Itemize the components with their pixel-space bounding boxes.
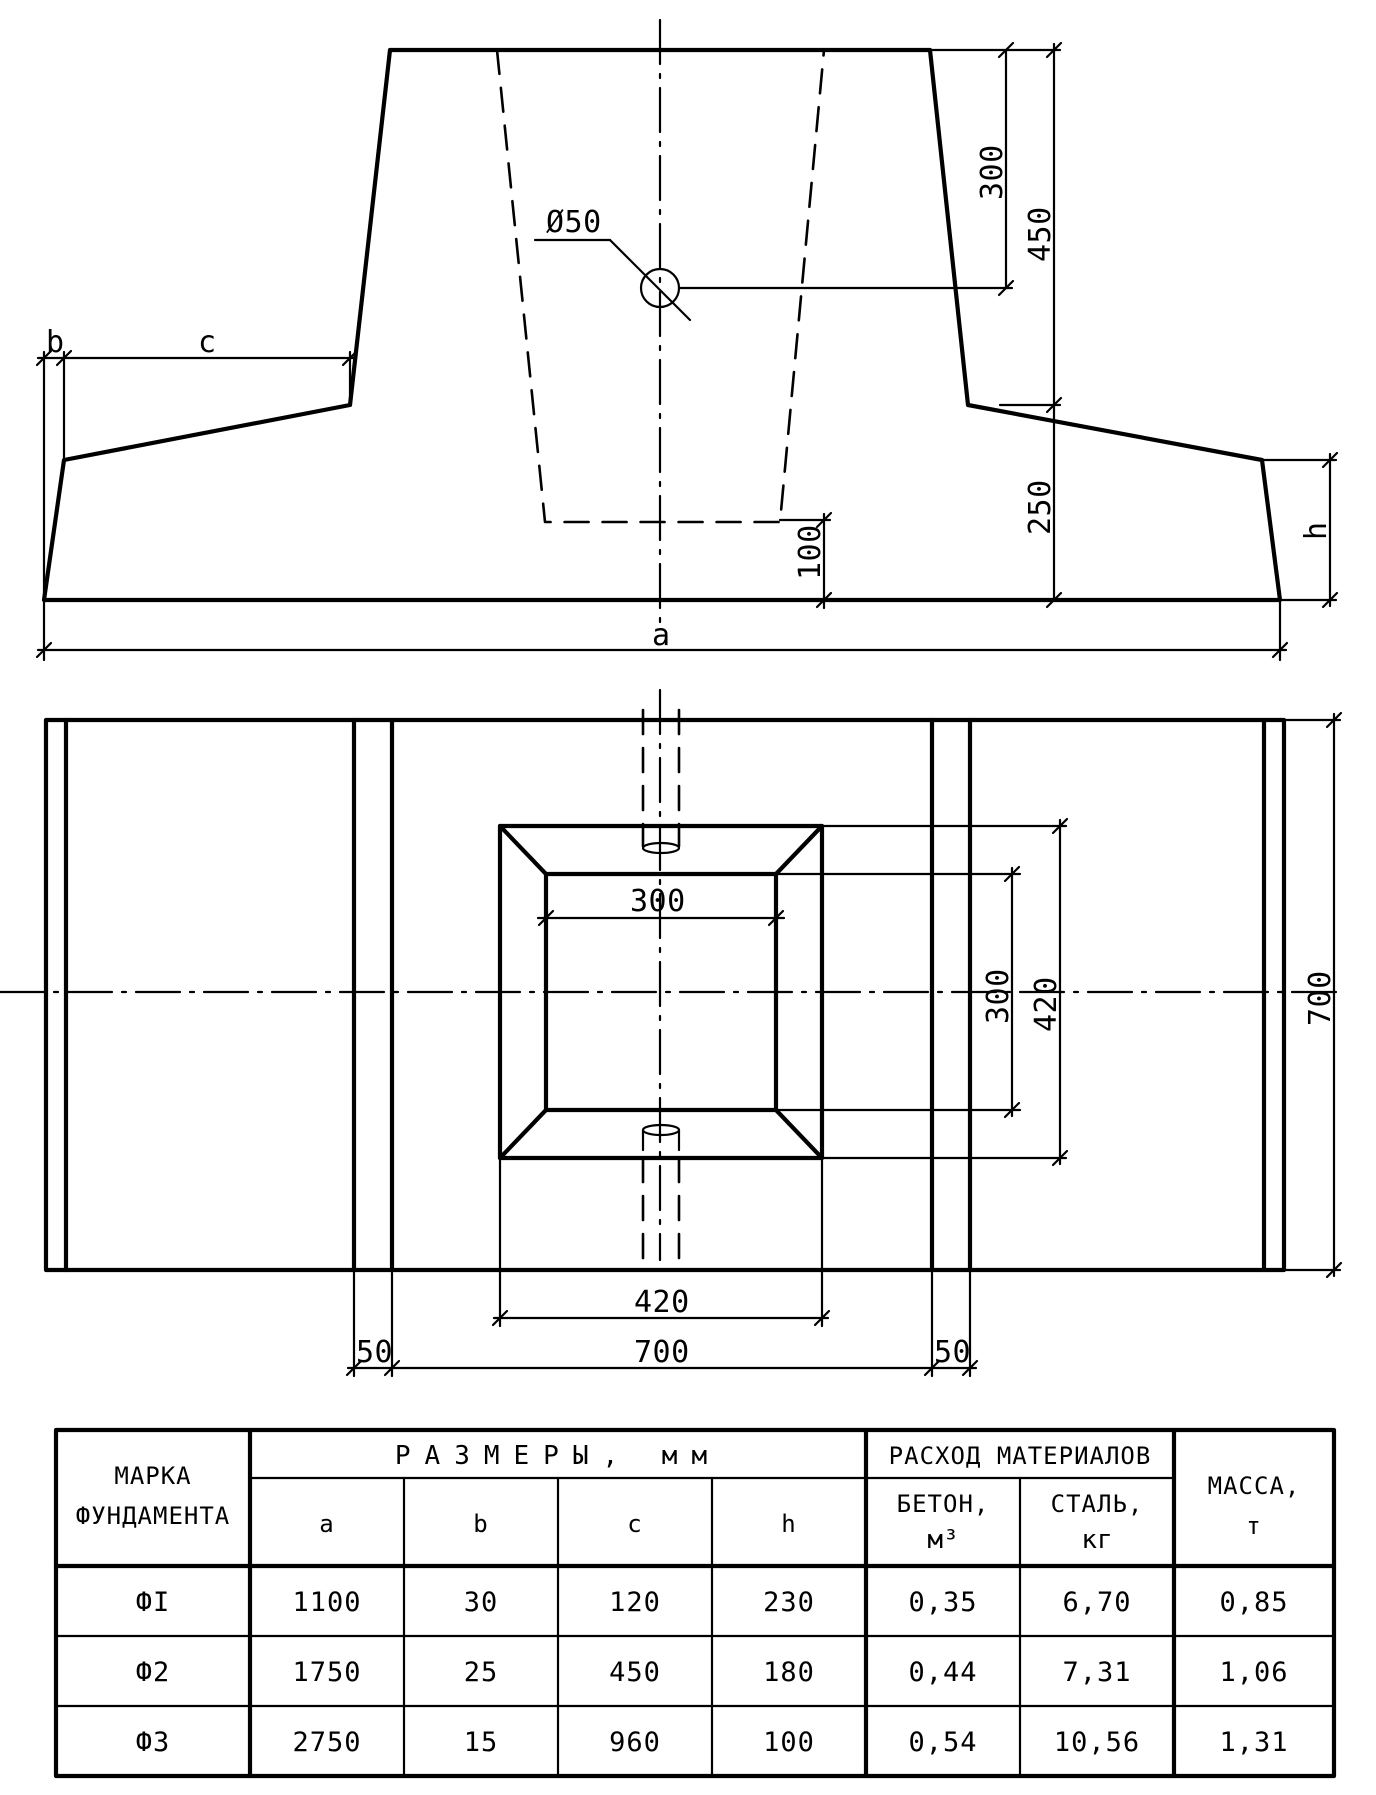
hole-diameter-label: Ø50: [546, 205, 602, 240]
cell-h: 230: [763, 1587, 815, 1618]
dim-420-bottom: 420: [634, 1285, 690, 1320]
dim-250: 250: [1023, 479, 1058, 535]
table-row: Ф3 2750 15 960 100 0,54 10,56 1,31: [136, 1727, 1288, 1758]
table-row: Ф2 1750 25 450 180 0,44 7,31 1,06: [136, 1657, 1288, 1688]
cell-a: 2750: [292, 1727, 361, 1758]
header-mark-2: ФУНДАМЕНТА: [76, 1502, 231, 1530]
cell-b: 25: [464, 1657, 499, 1688]
header-mark-1: МАРКА: [114, 1462, 191, 1490]
dim-700-bottom: 700: [634, 1335, 690, 1370]
dim-300-top: 300: [630, 884, 686, 919]
dim-50-right: 50: [934, 1335, 971, 1370]
cell-b: 30: [464, 1587, 499, 1618]
cell-steel: 6,70: [1062, 1587, 1131, 1618]
dim-700-right: 700: [1303, 970, 1338, 1026]
foundation-table: МАРКА ФУНДАМЕНТА РАЗМЕРЫ, мм РАСХОД МАТЕ…: [53, 1427, 1337, 1779]
dim-420-right: 420: [1029, 976, 1064, 1032]
socket-dashed-outline: [495, 48, 826, 524]
cell-mark: ФI: [136, 1587, 171, 1618]
cell-h: 180: [763, 1657, 815, 1688]
header-mass-2: т: [1246, 1512, 1261, 1540]
elevation-outline: [41, 47, 1283, 603]
dim-100: 100: [793, 524, 828, 580]
header-b: b: [473, 1510, 488, 1538]
cell-c: 120: [609, 1587, 661, 1618]
header-steel-2: кг: [1081, 1525, 1112, 1555]
header-sizes: РАЗМЕРЫ, мм: [395, 1441, 721, 1471]
cell-h: 100: [763, 1727, 815, 1758]
dim-h: h: [1299, 521, 1334, 540]
cell-concrete: 0,44: [908, 1657, 977, 1688]
cell-a: 1100: [292, 1587, 361, 1618]
dim-50-left: 50: [356, 1335, 393, 1370]
dim-a: a: [652, 618, 671, 653]
cell-c: 450: [609, 1657, 661, 1688]
elevation-view: Ø50 300 450 250 100 h: [35, 18, 1339, 662]
cell-b: 15: [464, 1727, 499, 1758]
header-concrete-2: м³: [927, 1525, 958, 1555]
cell-mass: 1,31: [1219, 1727, 1288, 1758]
cell-steel: 10,56: [1054, 1727, 1140, 1758]
cell-mark: Ф2: [136, 1657, 171, 1688]
table-row: ФI 1100 30 120 230 0,35 6,70 0,85: [136, 1587, 1288, 1618]
header-a: a: [319, 1510, 334, 1538]
cell-concrete: 0,35: [908, 1587, 977, 1618]
header-c: c: [627, 1510, 642, 1538]
cell-mark: Ф3: [136, 1727, 171, 1758]
dim-b: b: [46, 325, 65, 360]
header-steel-1: СТАЛЬ,: [1051, 1490, 1144, 1518]
plan-outline: [43, 717, 1287, 1273]
dim-300-right: 300: [981, 968, 1016, 1024]
plan-view: 300 300 420 700 420: [0, 688, 1343, 1378]
cell-c: 960: [609, 1727, 661, 1758]
cell-mass: 0,85: [1219, 1587, 1288, 1618]
dim-c: c: [198, 325, 217, 360]
cell-steel: 7,31: [1062, 1657, 1131, 1688]
dim-450: 450: [1023, 206, 1058, 262]
dim-300-elev: 300: [975, 144, 1010, 200]
cell-concrete: 0,54: [908, 1727, 977, 1758]
cell-a: 1750: [292, 1657, 361, 1688]
header-materials: РАСХОД МАТЕРИАЛОВ: [889, 1442, 1152, 1470]
pipe-top: [641, 841, 681, 855]
header-mass-1: МАССА,: [1208, 1472, 1301, 1500]
header-concrete-1: БЕТОН,: [897, 1490, 990, 1518]
cell-mass: 1,06: [1219, 1657, 1288, 1688]
header-h: h: [781, 1510, 796, 1538]
